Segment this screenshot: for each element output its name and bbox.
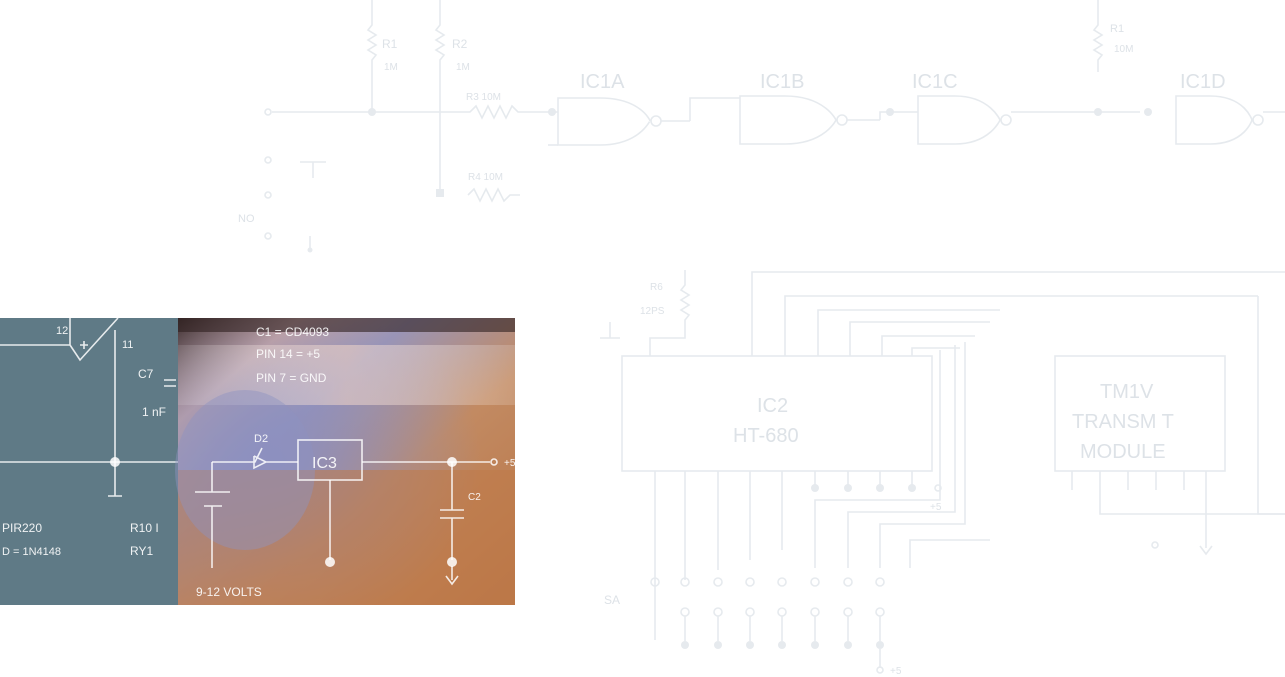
inset-schematic-panel: 12 11 C7 1 nF PIR220 D = 1N4148 R10 I RY… xyxy=(0,317,178,605)
sa-label: SA xyxy=(604,593,620,607)
ic2-name: IC2 xyxy=(757,395,788,417)
ic2-plus5: +5 xyxy=(930,502,942,513)
ic1d-label: IC1D xyxy=(1180,71,1226,93)
c2-label: C2 xyxy=(468,492,481,503)
r1-label: R1 xyxy=(382,37,398,51)
r10-label: R10 I xyxy=(130,521,159,535)
ry-label: RY1 xyxy=(130,544,153,558)
pir-label: PIR220 xyxy=(2,521,42,535)
d2-label: D2 xyxy=(254,433,268,445)
pin7-note: PIN 7 = GND xyxy=(256,371,327,385)
r1-right-label: R1 xyxy=(1110,23,1124,35)
inset-photo-panel: C1 = CD4093 PIN 14 = +5 PIN 7 = GND D2 I… xyxy=(175,318,516,605)
ic1b-label: IC1B xyxy=(760,71,804,93)
tm-line1: TM1V xyxy=(1100,381,1154,403)
r6-value: 12PS xyxy=(640,306,665,317)
bottom-plus5: +5 xyxy=(890,666,902,677)
r2-label: R2 xyxy=(452,37,468,51)
ic1c-gate: IC1C xyxy=(912,71,1140,145)
r6-label: R6 xyxy=(650,282,663,293)
ic1a-label: IC1A xyxy=(580,71,625,93)
ic2-chip xyxy=(621,355,933,472)
ic1d-gate: IC1D xyxy=(1175,71,1285,145)
r1-right-value: 10M xyxy=(1114,44,1133,55)
tm-line3: MODULE xyxy=(1080,441,1166,463)
r4-label: R4 10M xyxy=(468,172,503,183)
c7-value: 1 nF xyxy=(142,405,166,419)
encoder-section: R6 12PS IC2 HT-680 +5 xyxy=(600,270,1285,677)
opamp-pin-b: 11 xyxy=(122,339,133,351)
volts-note: 9-12 VOLTS xyxy=(196,585,262,599)
r2-value: 1M xyxy=(456,62,470,73)
ic3-label: IC3 xyxy=(312,455,337,472)
ic1b-gate: IC1B xyxy=(739,71,880,145)
ic2-part: HT-680 xyxy=(733,425,799,447)
r3-label: R3 10M xyxy=(466,92,501,103)
top-gate-section: R1 1M R2 1M R3 10M R4 10M NO IC1A xyxy=(238,0,1285,253)
transmit-module xyxy=(1054,355,1226,472)
tm-line2: TRANSM T xyxy=(1072,411,1174,433)
opamp-pin-a: 12 xyxy=(56,325,68,337)
ic1a-gate: IC1A xyxy=(548,71,690,146)
diode-note: D = 1N4148 xyxy=(2,546,61,558)
r1-value: 1M xyxy=(384,62,398,73)
c7-label: C7 xyxy=(138,367,154,381)
c1-note: C1 = CD4093 xyxy=(256,325,329,339)
dip-switch-array xyxy=(650,577,885,674)
output-plus5: +5 xyxy=(504,458,516,469)
ic1c-label: IC1C xyxy=(912,71,958,93)
pin14-note: PIN 14 = +5 xyxy=(256,347,320,361)
no-label: NO xyxy=(238,213,255,225)
